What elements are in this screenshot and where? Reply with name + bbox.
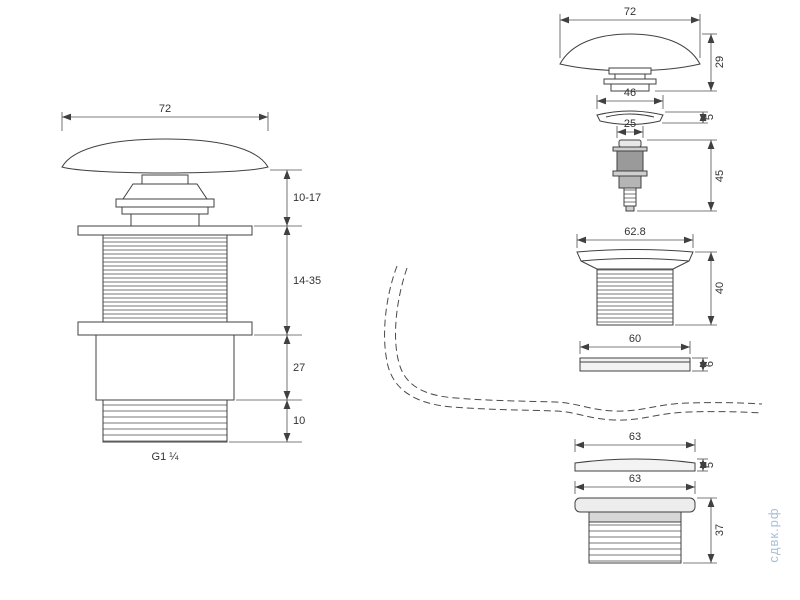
dim-label-body-height: 40 <box>714 282 726 294</box>
seal-flange-mid <box>121 206 209 215</box>
lower-body <box>95 334 235 401</box>
dim-label-washer-width: 60 <box>629 333 641 345</box>
gasket-shape <box>574 458 696 472</box>
nut-threaded-body <box>588 521 682 564</box>
dim-label-gasket-height: 5 <box>704 462 716 468</box>
dim-label-body-width: 62.8 <box>624 226 645 238</box>
dim-label-plunger-width: 25 <box>624 118 636 130</box>
dim-label-upper-height: 14-35 <box>293 275 321 287</box>
dim-label-cap-height: 10-17 <box>293 192 321 204</box>
middle-flange <box>77 321 253 336</box>
dim-label-ring-height: 5 <box>704 114 716 120</box>
threaded-tailpiece <box>102 399 228 443</box>
assembled-drain-drawing <box>61 138 269 443</box>
exploded-view: 72 29 46 5 <box>384 6 763 564</box>
dim-label-gasket-width: 63 <box>629 431 641 443</box>
exploded-cap: 72 29 <box>559 6 726 92</box>
nut-flange <box>574 497 696 513</box>
dim-label-cap-width: 72 <box>624 6 636 18</box>
exploded-nut: 63 37 <box>574 473 726 564</box>
exploded-washer: 60 6 <box>579 333 716 372</box>
plunger-threaded-stud <box>623 187 637 207</box>
basin-outline <box>384 265 763 421</box>
exploded-ring: 46 5 <box>596 87 716 125</box>
dim-label-body-height: 27 <box>293 362 305 374</box>
body-flange-lip <box>576 249 694 262</box>
plug-neck <box>141 174 189 185</box>
exploded-plunger: 25 45 <box>612 118 726 212</box>
assembled-height-dimensions: 10-17 14-35 27 10 <box>229 169 321 443</box>
dim-label-ring-width: 46 <box>624 87 636 99</box>
watermark: сдвк.рф <box>766 507 781 562</box>
top-flange <box>77 225 253 236</box>
dim-label-plunger-height: 45 <box>714 170 726 182</box>
dim-label-nut-width: 63 <box>629 473 641 485</box>
drain-cap <box>61 138 269 174</box>
body-threaded-barrel <box>596 268 674 326</box>
thread-size-label: G1 ¼ <box>152 451 180 463</box>
seal-flange-base <box>130 213 200 227</box>
threaded-upper-body <box>102 234 228 323</box>
dim-label-washer-height: 6 <box>704 361 716 367</box>
dim-label-assembled-width: 72 <box>159 103 171 115</box>
dim-label-tail-height: 10 <box>293 415 305 427</box>
assembled-width-dimension: 72 <box>61 103 269 131</box>
assembled-view: 72 <box>61 103 321 463</box>
exploded-body: 62.8 40 <box>576 226 726 326</box>
washer-shape <box>579 357 691 372</box>
plunger-body <box>616 150 644 172</box>
exploded-gasket: 63 5 <box>574 431 716 472</box>
dim-label-cap-height: 29 <box>714 56 726 68</box>
seal-flange-top <box>115 198 215 208</box>
dim-label-nut-height: 37 <box>714 524 726 536</box>
plunger-knob <box>618 139 642 148</box>
plug-collar <box>122 183 208 200</box>
cap-dome <box>559 33 701 72</box>
ring-shape <box>596 110 664 125</box>
